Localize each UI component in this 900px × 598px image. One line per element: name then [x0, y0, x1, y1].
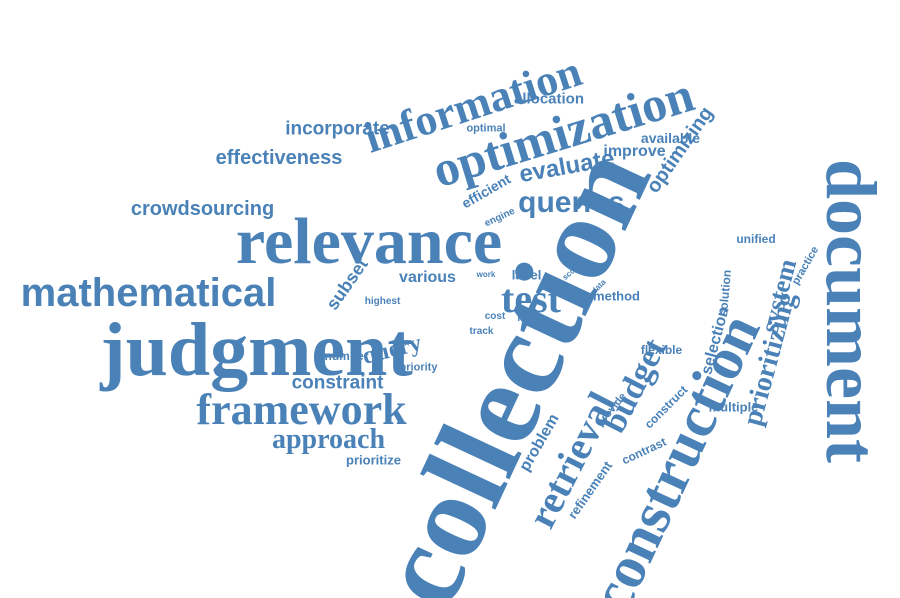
cloud-word: judgment [100, 307, 413, 392]
cloud-word: flexible [640, 342, 683, 357]
cloud-word: document [810, 158, 891, 463]
cloud-word: relevance [235, 205, 503, 279]
cloud-word: incorporate [285, 118, 390, 140]
cloud-word: allocation [513, 90, 585, 108]
cloud-word: label [511, 267, 542, 283]
cloud-word: prioritize [346, 452, 401, 468]
cloud-word: available [640, 129, 701, 146]
cloud-word: track [469, 325, 494, 337]
cloud-word: highest [364, 295, 401, 307]
cloud-word: number [324, 348, 369, 363]
cloud-word: cost [484, 310, 506, 322]
cloud-word: priority [399, 361, 438, 374]
cloud-word: unified [736, 232, 776, 247]
cloud-word: pair [517, 310, 536, 322]
cloud-word: work [476, 270, 496, 280]
cloud-word: method [593, 288, 640, 304]
cloud-word: effectiveness [215, 147, 343, 170]
cloud-word: various [399, 269, 456, 287]
cloud-word: optimal [466, 122, 506, 135]
cloud-word: mathematical [20, 271, 277, 316]
cloud-word: solution [715, 269, 734, 317]
cloud-word: improve [603, 143, 666, 161]
cloud-word: multiple [708, 399, 759, 415]
cloud-word: approach [271, 423, 386, 455]
cloud-word: crowdsourcing [130, 198, 275, 221]
cloud-word: queries [518, 186, 625, 220]
cloud-word: framework [196, 384, 407, 434]
cloud-word: constraint [291, 372, 384, 394]
cloud-word: test [501, 276, 561, 321]
